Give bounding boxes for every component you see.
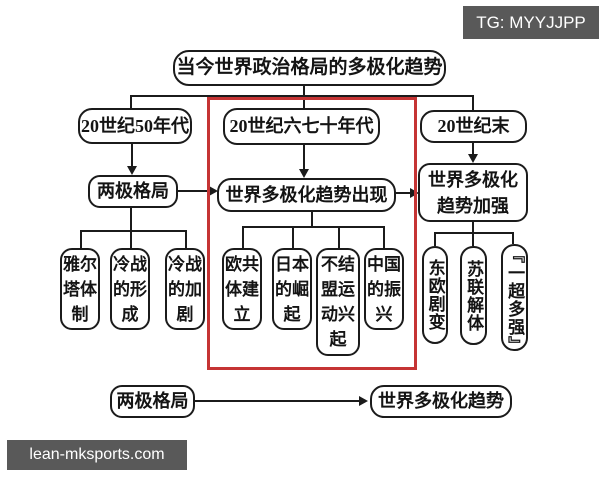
summary-bipolar-box: 两极格局 xyxy=(110,385,195,418)
ussr-dissolution-label: 苏联解体 xyxy=(464,259,484,332)
multipolar-trend-strengthen-box: 世界多极化趋势加强 xyxy=(418,163,528,222)
arrow-era2-result xyxy=(303,145,305,170)
connector-col2-leaf1 xyxy=(242,226,244,248)
connector-col2-stub xyxy=(311,212,313,227)
arrowhead-right-icon xyxy=(209,186,218,196)
ec-establish-box: 欧共体建立 xyxy=(222,248,262,330)
connector-col2-rail xyxy=(242,226,385,228)
eastern-europe-upheaval-label: 东欧剧变 xyxy=(425,259,445,331)
connector-col3-leaf3 xyxy=(512,232,514,244)
connector-col2-leaf2 xyxy=(292,226,294,248)
yalta-system-box: 雅尔塔体制 xyxy=(60,248,100,330)
eastern-europe-upheaval-box: 东欧剧变 xyxy=(422,246,448,344)
tg-badge-text: TG: MYYJJPP xyxy=(476,12,586,32)
connector-col1-leaf2 xyxy=(130,230,132,248)
bipolar-pattern-label: 两极格局 xyxy=(97,181,169,202)
arrow-era1-result xyxy=(131,144,133,167)
japan-rise-box: 日本的崛起 xyxy=(272,248,312,330)
connector-col3-leaf1 xyxy=(434,232,436,246)
connector-era2-stub xyxy=(303,95,305,109)
connector-col1-leaf1 xyxy=(80,230,82,248)
era-1960s70s-label: 20世纪六七十年代 xyxy=(229,116,374,137)
connector-title-stub xyxy=(303,85,305,95)
cold-war-formation-label: 冷战的形成 xyxy=(113,254,147,324)
summary-bipolar-label: 两极格局 xyxy=(116,391,189,412)
non-aligned-movement-box: 不结盟运动兴起 xyxy=(316,248,360,356)
cold-war-intensify-label: 冷战的加剧 xyxy=(168,254,202,324)
summary-multipolar-box: 世界多极化趋势 xyxy=(370,385,512,418)
connector-col2-leaf3 xyxy=(338,226,340,248)
connector-era-rail xyxy=(130,95,474,97)
era-1960s70s-box: 20世纪六七十年代 xyxy=(223,108,380,145)
arrow-summary xyxy=(195,400,360,402)
bipolar-pattern-box: 两极格局 xyxy=(88,175,178,208)
japan-rise-label: 日本的崛起 xyxy=(275,254,309,324)
one-super-many-strong-box: 『一超多强』 xyxy=(501,244,528,354)
tg-badge: TG: MYYJJPP xyxy=(463,6,599,39)
era-late20c-label: 20世纪末 xyxy=(437,116,510,137)
watermark: lean-mksports.com xyxy=(7,440,187,470)
arrowhead-right-icon xyxy=(359,396,368,406)
cold-war-intensify-box: 冷战的加剧 xyxy=(165,248,205,330)
china-revitalize-box: 中国的振兴 xyxy=(364,248,404,330)
arrow-era3-result xyxy=(472,143,474,155)
connector-era1-stub xyxy=(130,95,132,109)
arrowhead-down-icon xyxy=(127,166,137,175)
diagram-title: 当今世界政治格局的多极化趋势 xyxy=(176,57,443,79)
connector-col1-leaf3 xyxy=(185,230,187,248)
ec-establish-label: 欧共体建立 xyxy=(225,254,259,324)
arrowhead-down-icon xyxy=(468,154,478,163)
connector-era3-stub xyxy=(472,95,474,111)
ussr-dissolution-box: 苏联解体 xyxy=(460,246,487,345)
yalta-system-label: 雅尔塔体制 xyxy=(63,254,97,324)
connector-col3-leaf2 xyxy=(472,232,474,246)
connector-col1-stub xyxy=(130,208,132,230)
arrow-appear-to-strengthen xyxy=(396,192,411,194)
arrowhead-down-icon xyxy=(299,169,309,178)
summary-multipolar-label: 世界多极化趋势 xyxy=(378,391,504,412)
diagram-title-box: 当今世界政治格局的多极化趋势 xyxy=(173,50,446,86)
china-revitalize-label: 中国的振兴 xyxy=(367,254,401,324)
multipolar-trend-appear-box: 世界多极化趋势出现 xyxy=(217,178,396,212)
arrow-bipolar-to-appear xyxy=(178,190,210,192)
non-aligned-movement-label: 不结盟运动兴起 xyxy=(321,255,355,349)
multipolar-trend-appear-label: 世界多极化趋势出现 xyxy=(225,184,388,205)
connector-col2-leaf4 xyxy=(383,226,385,248)
era-late20c-box: 20世纪末 xyxy=(420,110,527,143)
one-super-many-strong-label: 『一超多强』 xyxy=(505,246,525,354)
cold-war-formation-box: 冷战的形成 xyxy=(110,248,150,330)
connector-col3-stub xyxy=(472,222,474,232)
era-1950s-box: 20世纪50年代 xyxy=(78,108,192,144)
era-1950s-label: 20世纪50年代 xyxy=(81,115,189,136)
connector-col1-rail xyxy=(80,230,187,232)
watermark-text: lean-mksports.com xyxy=(29,446,165,463)
multipolar-trend-strengthen-label: 世界多极化趋势加强 xyxy=(428,169,518,216)
